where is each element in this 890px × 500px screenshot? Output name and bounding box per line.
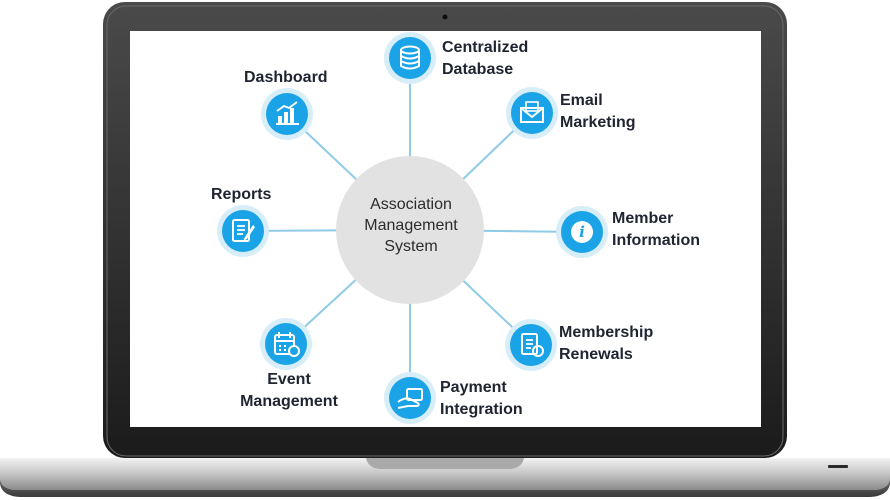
center-circle (336, 156, 484, 304)
label-reports: Reports (211, 186, 272, 203)
camera-dot (442, 14, 448, 20)
laptop-base (0, 458, 890, 490)
renewal-document-icon (521, 333, 544, 357)
node-circle (222, 210, 264, 252)
email-icon (520, 101, 544, 123)
label-event-management: Event Management (240, 371, 338, 410)
label-payment-integration: Payment Integration (440, 379, 523, 418)
node-circle (511, 92, 553, 134)
database-icon (400, 45, 420, 70)
status-light (828, 465, 848, 468)
node-circle (510, 324, 552, 366)
label-email-marketing: Email Marketing (560, 92, 636, 131)
svg-text:i: i (579, 223, 585, 241)
node-dashboard (261, 88, 313, 140)
report-icon (232, 219, 255, 242)
node-circle (265, 323, 307, 365)
hinge-notch (366, 458, 524, 469)
label-member-information: Member Information (612, 210, 700, 249)
node-centralized-database (384, 32, 436, 84)
bar-chart-icon (276, 101, 299, 125)
label-centralized-database: Centralized Database (442, 39, 529, 78)
info-icon: i (571, 221, 593, 243)
node-member-information: i (556, 206, 608, 258)
label-membership-renewals: Membership Renewals (559, 324, 654, 363)
label-dashboard: Dashboard (244, 69, 328, 86)
node-event-management (260, 318, 312, 370)
node-membership-renewals (505, 319, 557, 371)
node-reports (217, 205, 269, 257)
center-title: Association Management System (364, 196, 458, 255)
payment-card-icon (397, 388, 423, 409)
calendar-icon (274, 332, 300, 357)
node-email-marketing (506, 87, 558, 139)
node-payment-integration (384, 372, 436, 424)
